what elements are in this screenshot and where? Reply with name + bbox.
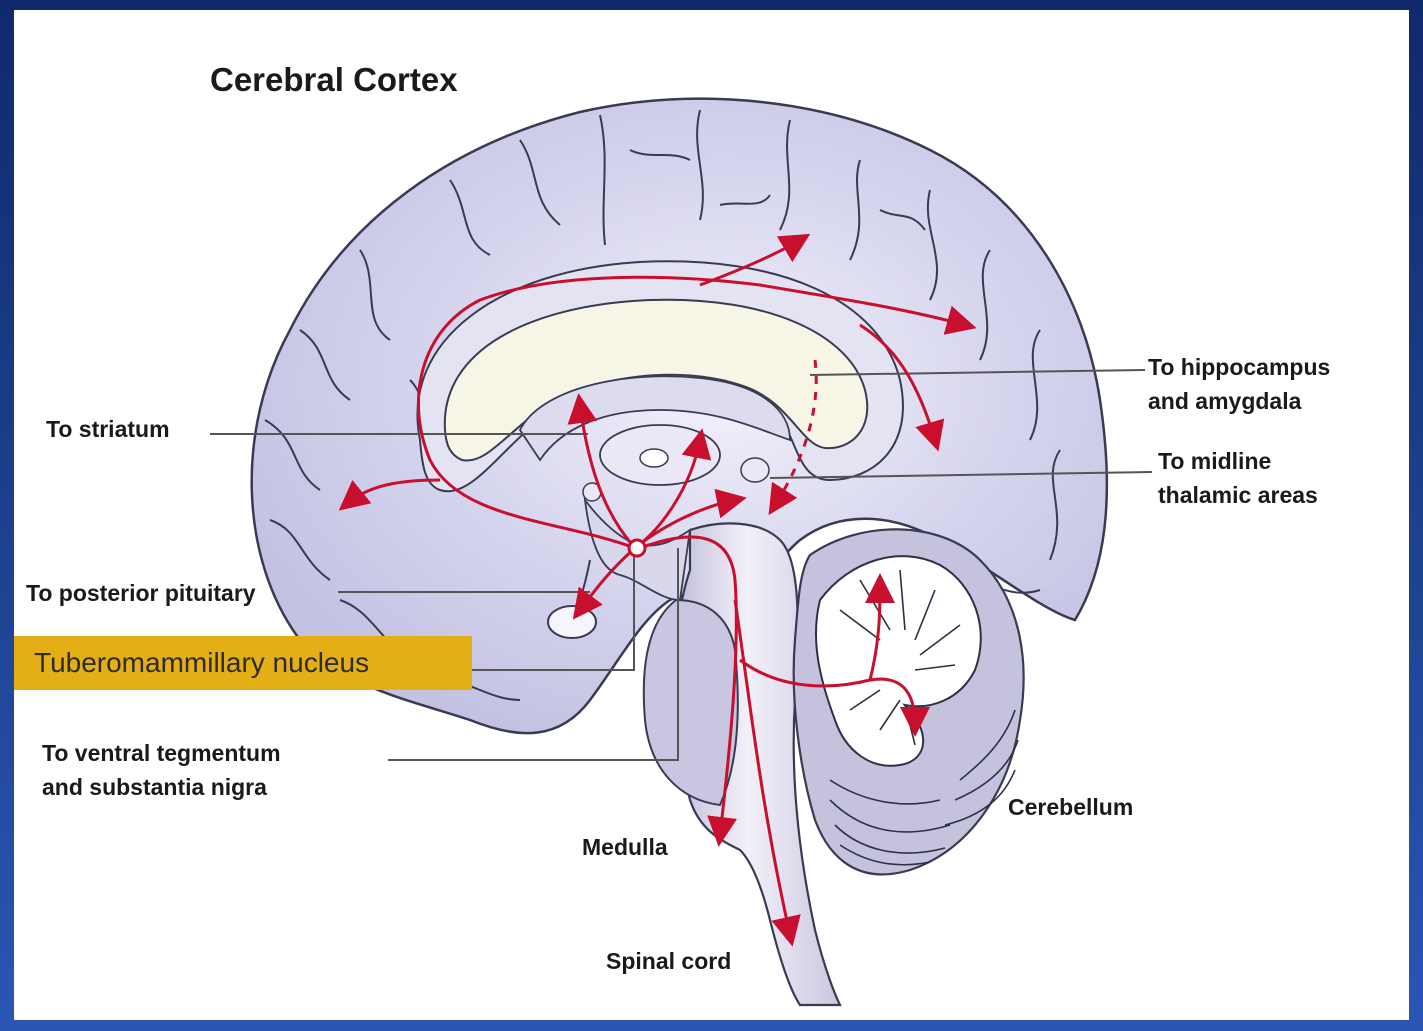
pituitary-gland <box>548 606 596 638</box>
label-to-hippocampus-line2: and amygdala <box>1148 384 1330 418</box>
label-medulla: Medulla <box>582 830 668 864</box>
label-spinal-cord: Spinal cord <box>606 944 731 978</box>
label-to-hippocampus-line1: To hippocampus <box>1148 350 1330 384</box>
label-to-ventral-tegmentum-line1: To ventral tegmentum <box>42 736 281 770</box>
label-to-ventral-tegmentum-line2: and substantia nigra <box>42 770 281 804</box>
pineal-body <box>741 458 769 482</box>
label-to-hippocampus: To hippocampus and amygdala <box>1148 350 1330 418</box>
diagram-title: Cerebral Cortex <box>210 60 458 100</box>
label-to-midline: To midline thalamic areas <box>1158 444 1318 512</box>
label-to-posterior-pituitary: To posterior pituitary <box>26 576 256 610</box>
label-tuberomammillary-nucleus: Tuberomammillary nucleus <box>34 644 369 682</box>
label-to-midline-line2: thalamic areas <box>1158 478 1318 512</box>
label-to-ventral-tegmentum: To ventral tegmentum and substantia nigr… <box>42 736 281 804</box>
label-cerebellum: Cerebellum <box>1008 790 1133 824</box>
label-to-midline-line1: To midline <box>1158 444 1318 478</box>
tmn-origin-marker <box>629 540 645 556</box>
interthalamic-adhesion <box>640 449 668 467</box>
label-to-striatum: To striatum <box>46 412 170 446</box>
tuberomammillary-highlight: Tuberomammillary nucleus <box>14 636 472 690</box>
pons <box>644 600 738 805</box>
